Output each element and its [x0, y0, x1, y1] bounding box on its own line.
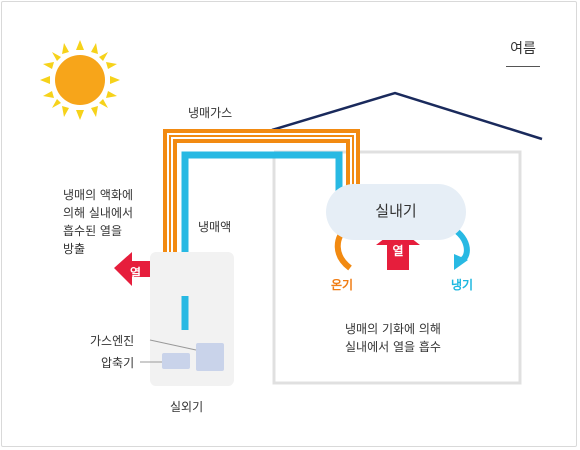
- left-description-line: 냉매의 액화에: [63, 188, 134, 202]
- sun-icon: [40, 40, 120, 120]
- left-description-line: 흡수된 열을: [63, 224, 123, 238]
- outdoor-unit-label: 실외기: [170, 400, 204, 414]
- refrigerant-gas-label: 냉매가스: [188, 106, 233, 120]
- heat-arrow-left-icon: [114, 252, 162, 286]
- indoor-unit-box: [326, 184, 466, 240]
- indoor-unit-label: 실내기: [375, 202, 417, 220]
- gas-engine-label: 가스엔진: [90, 334, 135, 348]
- gas-pipe: [163, 129, 360, 326]
- house-walls: [272, 150, 522, 385]
- left-description-line: 의해 실내에서: [63, 206, 134, 220]
- season-underline: [506, 66, 540, 67]
- right-description: 냉매의 기화에 의해 실내에서 열을 흡수: [318, 320, 468, 356]
- left-description-line: 방출: [63, 242, 86, 256]
- warm-air-label: 온기: [330, 278, 354, 292]
- right-description-line: 실내에서 열을 흡수: [345, 340, 441, 354]
- compressor-label: 압축기: [101, 356, 135, 370]
- compressor-block: [162, 353, 190, 369]
- house-roof: [271, 91, 543, 141]
- gas-engine-block: [196, 343, 224, 371]
- cool-arrow-head-icon: [454, 254, 468, 270]
- heat-in-label: 열: [392, 244, 404, 258]
- heat-out-label: 열: [130, 266, 142, 280]
- refrigerant-liquid-label: 냉매액: [198, 220, 232, 234]
- cool-air-label: 냉기: [450, 278, 474, 292]
- season-label: 여름: [510, 41, 536, 57]
- right-description-line: 냉매의 기화에 의해: [345, 322, 441, 336]
- left-description: 냉매의 액화에 의해 실내에서 흡수된 열을 방출: [63, 186, 133, 258]
